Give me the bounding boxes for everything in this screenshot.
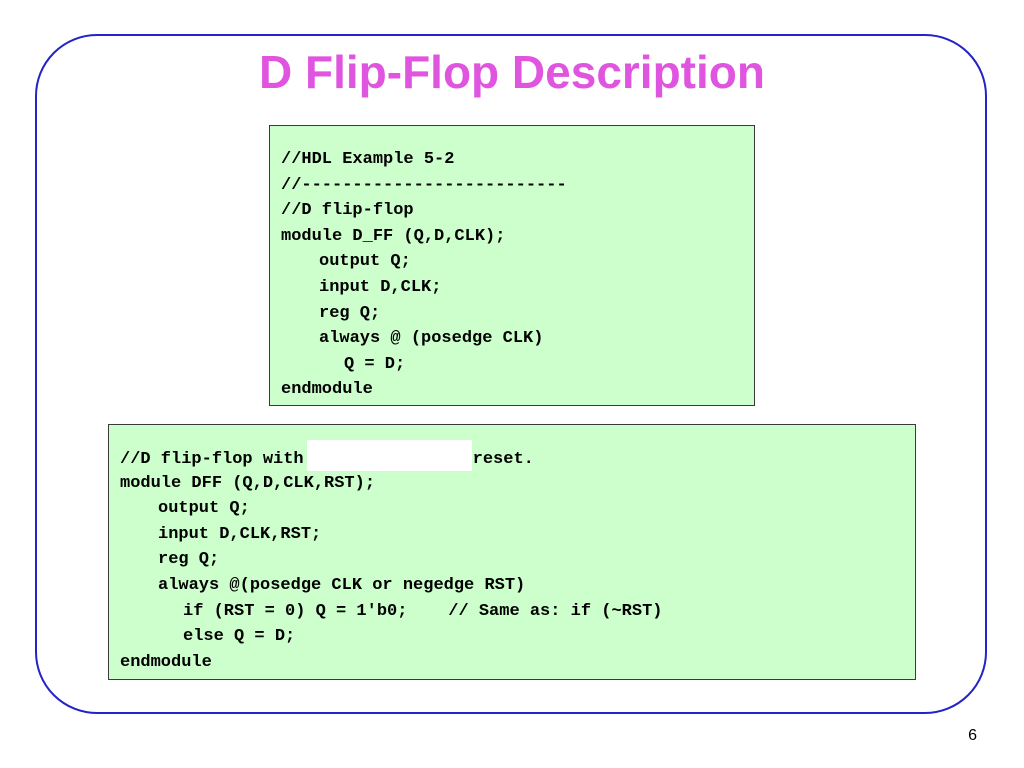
slide-title: D Flip-Flop Description xyxy=(259,46,765,98)
code-line: //HDL Example 5-2 xyxy=(281,150,455,169)
code-line: output Q; xyxy=(319,252,411,272)
code-line: output Q; xyxy=(158,499,250,519)
code-line: input D,CLK,RST; xyxy=(158,524,322,544)
code-line: //-------------------------- xyxy=(281,175,567,195)
code-line: reg Q; xyxy=(158,550,220,570)
code-line: if (RST = 0) Q = 1'b0; // Same as: if (~… xyxy=(183,601,663,621)
page-number: 6 xyxy=(968,727,977,744)
code-line: module D_FF (Q,D,CLK); xyxy=(281,226,506,246)
code-line: input D,CLK; xyxy=(319,277,442,297)
code-line: endmodule xyxy=(120,652,212,672)
code-line: always @ (posedge CLK) xyxy=(319,329,544,349)
code-line: Q = D; xyxy=(344,354,406,374)
code-block-d-ff: //HDL Example 5-2 //--------------------… xyxy=(269,125,755,406)
code-text: //D flip-flop with xyxy=(120,449,304,469)
code-line: else Q = D; xyxy=(183,627,296,647)
code-line: module DFF (Q,D,CLK,RST); xyxy=(120,473,376,493)
code-line: //D flip-flop xyxy=(281,201,414,221)
redacted-blank xyxy=(306,440,472,471)
code-block-dff-reset: //D flip-flop with reset. module DFF (Q,D… xyxy=(108,424,916,680)
slide-frame xyxy=(35,34,987,714)
code-line: //D flip-flop with reset. xyxy=(120,440,915,471)
code-text: reset. xyxy=(472,449,534,469)
code-line: reg Q; xyxy=(319,303,381,323)
code-line: endmodule xyxy=(281,380,373,400)
code-line: always @(posedge CLK or negedge RST) xyxy=(158,575,526,595)
